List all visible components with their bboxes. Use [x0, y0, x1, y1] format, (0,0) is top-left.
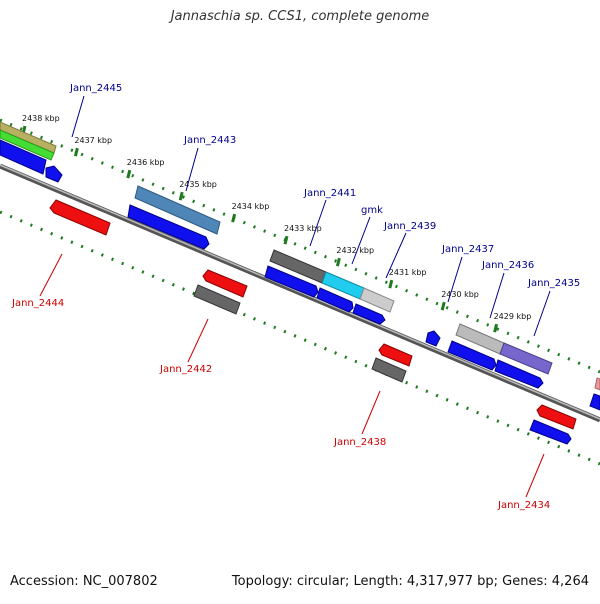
- genome-backbone-highlight: [0, 164, 600, 420]
- topology-label: Topology: circular; Length: 4,317,977 bp…: [231, 574, 589, 589]
- accession-label: Accession: NC_007802: [10, 574, 158, 589]
- gene-group: [0, 121, 600, 445]
- gene-arrow-red: [202, 269, 248, 298]
- kbp-tick-mark: [283, 235, 289, 245]
- gene-arrow-blue: [352, 303, 386, 325]
- upper-dotted-ruler: [0, 118, 600, 374]
- gene-label-top: Jann_2445: [69, 83, 122, 94]
- kbp-tick-label: 2436 kbp: [127, 158, 165, 167]
- gene-label-leader: [309, 199, 327, 247]
- gene-label-leader: [185, 147, 199, 192]
- gene-arrow-blue: [0, 139, 47, 175]
- page-title: Jannaschia sp. CCS1, complete genome: [170, 9, 430, 24]
- gene-bar-gray: [193, 284, 241, 315]
- kbp-tick-label: 2431 kbp: [389, 268, 427, 277]
- kbp-tick-mark: [126, 169, 132, 179]
- kbp-tick-label: 2433 kbp: [284, 224, 322, 233]
- gene-label-leader: [447, 256, 463, 303]
- gene-arrow-blue: [529, 419, 572, 445]
- gene-arrow-blue: [316, 287, 354, 313]
- kbp-tick-mark: [493, 323, 499, 333]
- gene-label-bottom: Jann_2438: [333, 437, 386, 448]
- gene-arrow-red: [49, 199, 111, 236]
- kbp-tick-label: 2429 kbp: [494, 312, 532, 321]
- gene-label-top: Jann_2436: [481, 260, 534, 271]
- gene-label-top: Jann_2435: [527, 278, 580, 289]
- gene-bar-green: [0, 129, 55, 161]
- kbp-tick-label: 2437 kbp: [74, 136, 112, 145]
- kbp-tick-mark: [388, 279, 394, 289]
- kbp-tick-mark: [440, 301, 446, 311]
- kbp-tick-label: 2434 kbp: [232, 202, 270, 211]
- gene-label-top: Jann_2437: [441, 244, 494, 255]
- gene-label-bottom: Jann_2434: [497, 500, 550, 511]
- gene-label-leader: [71, 95, 85, 138]
- kbp-tick-label: 2435 kbp: [179, 180, 217, 189]
- tick-group: 2438 kbp 2437 kbp 2436 kbp 2435 kbp 2434 kbp…: [21, 114, 532, 333]
- gene-bar-steel: [134, 185, 221, 235]
- genome-tracks: [0, 118, 600, 466]
- gene-arrow-blue: [264, 265, 319, 298]
- kbp-tick-label: 2438 kbp: [22, 114, 60, 123]
- gene-label-leader: [489, 272, 505, 319]
- kbp-tick-mark: [335, 257, 341, 267]
- genome-backbone: [0, 163, 600, 423]
- gene-arrow-blue-small: [45, 165, 63, 183]
- gene-arrow-red: [378, 343, 413, 367]
- kbp-tick-label: 2432 kbp: [336, 246, 374, 255]
- gene-arrow-blue-edge: [589, 393, 600, 411]
- gene-label-leader: [39, 253, 63, 297]
- gene-label-top: Jann_2443: [183, 135, 236, 146]
- gene-arrow-blue: [127, 204, 210, 250]
- gene-label-bottom: Jann_2444: [11, 298, 64, 309]
- gene-arrow-blue: [494, 359, 544, 389]
- gene-bar-gray: [371, 357, 407, 383]
- gene-label-top: Jann_2439: [383, 221, 436, 232]
- gene-label-top: gmk: [361, 205, 383, 216]
- gene-bar-lightgray: [359, 287, 395, 313]
- gene-label-leader: [525, 453, 545, 498]
- gene-label-bottom: Jann_2442: [159, 364, 212, 375]
- gene-label-leader: [385, 232, 407, 279]
- gene-label-leader: [361, 390, 381, 435]
- gene-label-leader: [351, 216, 371, 265]
- kbp-tick-mark: [73, 147, 79, 157]
- gene-arrow-blue-small: [425, 330, 441, 347]
- gene-arrow-blue: [447, 340, 497, 371]
- gene-bar-purple: [499, 342, 553, 375]
- kbp-tick-label: 2430 kbp: [441, 290, 479, 299]
- gene-label-top: Jann_2441: [303, 188, 356, 199]
- label-group: Jann_2445 Jann_2443 Jann_2441 gmk Jann_2…: [11, 83, 580, 511]
- lower-dotted-ruler: [0, 210, 600, 466]
- kbp-tick-mark: [178, 191, 184, 201]
- gene-bar-pink-edge: [594, 377, 600, 391]
- kbp-tick-mark: [231, 213, 237, 223]
- gene-arrow-red: [536, 404, 577, 430]
- gene-label-leader: [187, 318, 209, 363]
- gene-label-leader: [533, 290, 551, 337]
